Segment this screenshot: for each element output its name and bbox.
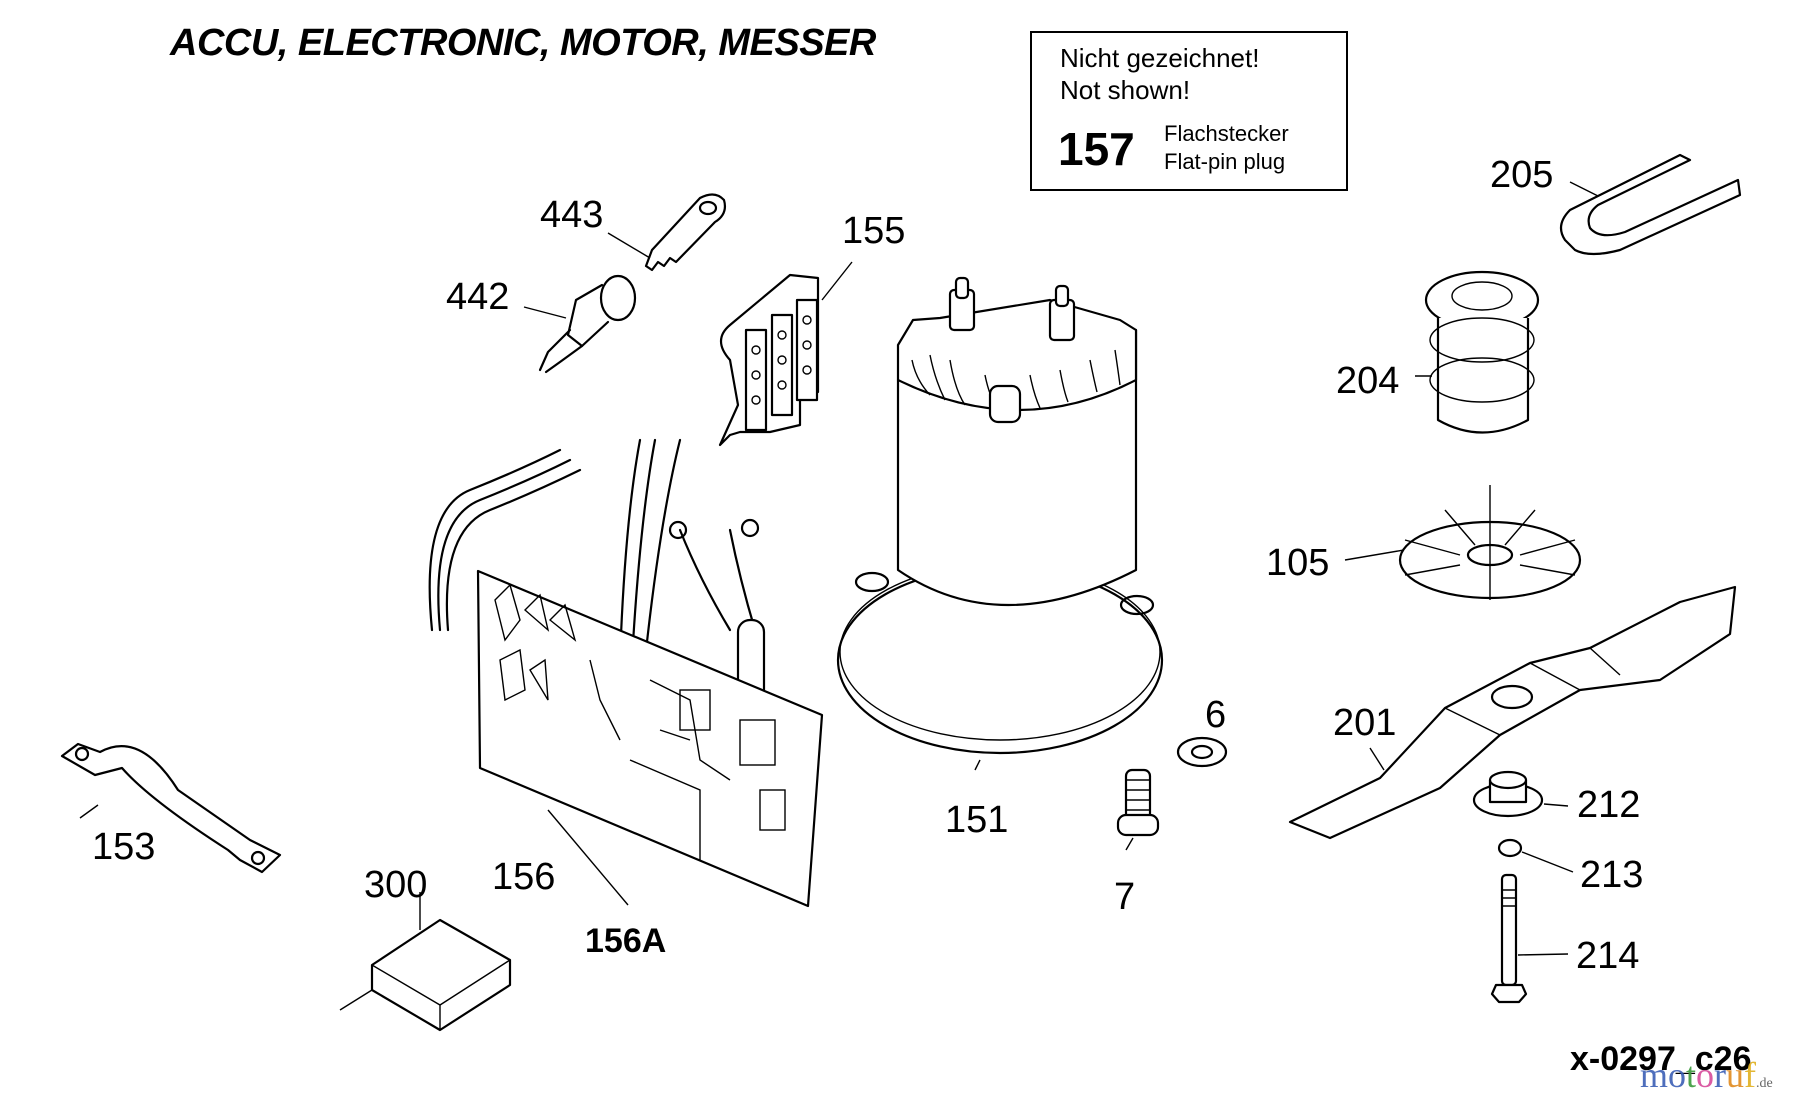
brand-letter: m <box>1640 1055 1669 1095</box>
callout-151[interactable]: 151 <box>945 799 1009 841</box>
note-line-german: Nicht gezeichnet! <box>1060 43 1260 73</box>
callout-6[interactable]: 6 <box>1205 694 1227 736</box>
callout-156[interactable]: 156 <box>492 856 556 898</box>
brand-letter: f <box>1744 1055 1757 1095</box>
callout-155[interactable]: 155 <box>842 210 906 252</box>
spring-washer-213-drawing <box>1497 838 1574 873</box>
key-443-drawing <box>607 193 727 272</box>
blade-201-drawing <box>1288 585 1737 840</box>
pulley-204-drawing <box>1415 270 1540 434</box>
circuit-board-156-drawing <box>476 569 824 908</box>
brand-letter: u <box>1726 1055 1745 1095</box>
brand-letter: t <box>1686 1055 1697 1095</box>
drawing-code: x-0297_c26 <box>1570 1040 1752 1078</box>
terminal-block-155-drawing <box>718 261 853 447</box>
washer-6-drawing <box>1176 736 1228 768</box>
callout-7[interactable]: 7 <box>1114 876 1136 918</box>
callout-213[interactable]: 213 <box>1580 854 1644 896</box>
note-desc-english: Flat-pin plug <box>1164 149 1286 174</box>
battery-strap-153-drawing <box>60 742 282 874</box>
blade-hub-212-drawing <box>1472 770 1569 818</box>
brand-watermark: motoruf.de <box>1640 1054 1773 1096</box>
callout-300[interactable]: 300 <box>364 864 428 906</box>
brand-letter: o <box>1696 1055 1715 1095</box>
callout-201[interactable]: 201 <box>1333 702 1397 744</box>
charger-300-drawing <box>339 892 512 1032</box>
callout-212[interactable]: 212 <box>1577 784 1641 826</box>
not-shown-note: Nicht gezeichnet! Not shown! 157 Flachst… <box>1030 31 1348 191</box>
callout-156a[interactable]: 156A <box>585 922 667 960</box>
diagram-title: ACCU, ELECTRONIC, MOTOR, MESSER <box>170 22 876 64</box>
bolt-214-drawing <box>1490 873 1569 1004</box>
note-part-number: 157 <box>1058 123 1135 175</box>
fan-impeller-105-drawing <box>1344 485 1582 600</box>
callout-105[interactable]: 105 <box>1266 542 1330 584</box>
brand-letter: r <box>1714 1055 1727 1095</box>
note-desc-german: Flachstecker <box>1164 121 1289 146</box>
motor-151-drawing <box>836 276 1164 771</box>
callout-204[interactable]: 204 <box>1336 360 1400 402</box>
key-switch-442-drawing <box>523 274 637 374</box>
brand-tld: .de <box>1756 1076 1773 1091</box>
callout-214[interactable]: 214 <box>1576 935 1640 977</box>
brand-letter: o <box>1668 1055 1687 1095</box>
callout-153[interactable]: 153 <box>92 826 156 868</box>
belt-205-drawing <box>1559 153 1742 256</box>
screw-7-drawing <box>1116 768 1160 851</box>
callout-443[interactable]: 443 <box>540 194 604 236</box>
note-line-english: Not shown! <box>1060 75 1191 105</box>
callout-205[interactable]: 205 <box>1490 154 1554 196</box>
callout-442[interactable]: 442 <box>446 276 510 318</box>
